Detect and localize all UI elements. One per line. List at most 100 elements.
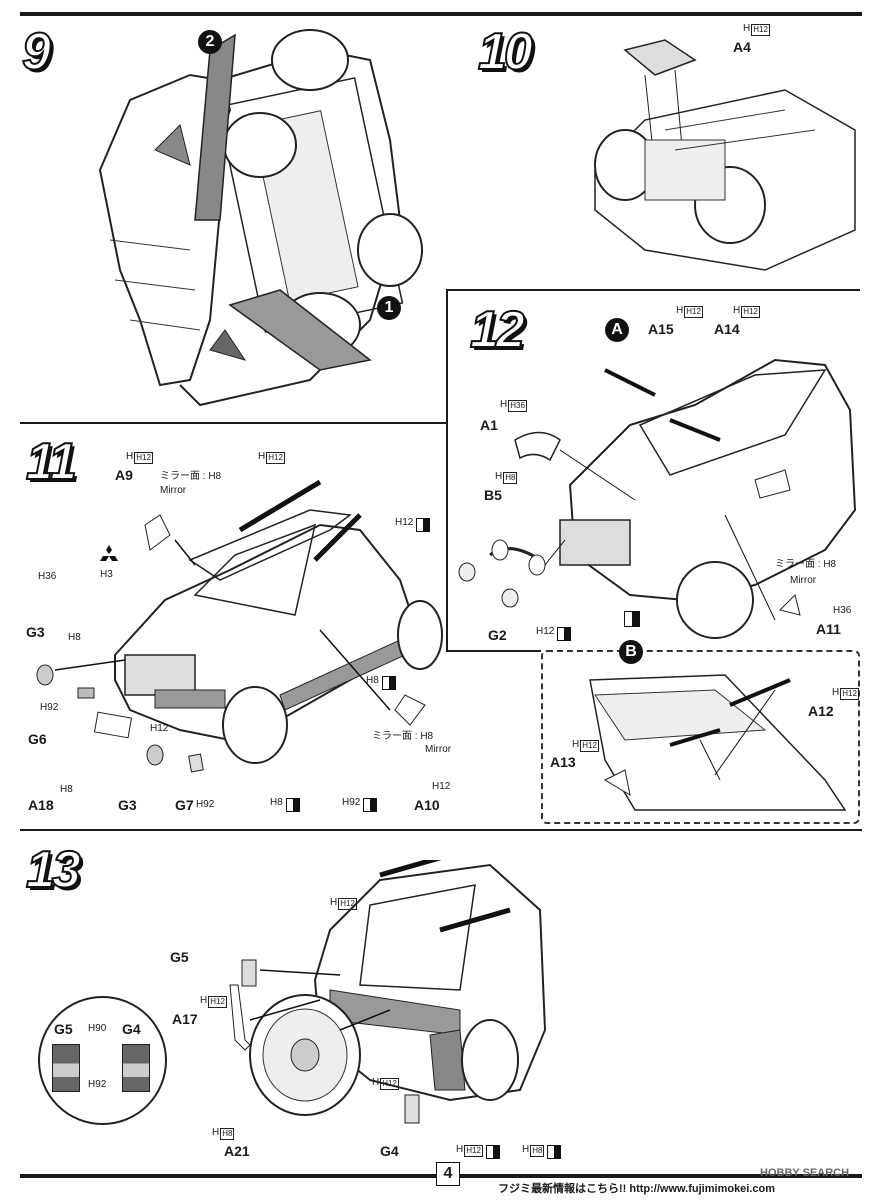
step-12-g2: G2 [488, 627, 507, 643]
step-12-h12-front-text: H12 [536, 626, 555, 637]
step-11-mirror-2: Mirror [425, 744, 452, 755]
divider-step11-right [446, 422, 448, 652]
step-10-number: 10 [477, 23, 534, 81]
step-11-mirror-face-2: ミラー面 : H8 [372, 731, 434, 742]
step-11-a9-label: A9 [115, 467, 133, 483]
paint-mix-icon [547, 1145, 562, 1159]
step-13-legend-g5: G5 [54, 1021, 73, 1037]
step-12-a12: A12 [808, 703, 834, 719]
step-12-a13: A13 [550, 754, 576, 770]
step-13-number: 13 [25, 841, 82, 899]
step-13-legend-h90: H90 [88, 1023, 107, 1034]
step-11-a18: A18 [28, 797, 54, 813]
step-12-detail-b-box [541, 650, 860, 824]
step-13-legend-h92: H92 [88, 1079, 107, 1090]
divider-step11-top [20, 422, 448, 424]
step-11-a18-color: H8 [60, 784, 73, 795]
page-number: 4 [436, 1162, 460, 1186]
step-12-mirror-face: ミラー面 : H8 [775, 559, 837, 570]
step-13-illustration [229, 860, 547, 1124]
paint-mix-legend-icon [624, 611, 640, 627]
step-11-a10-color: H12 [432, 781, 451, 792]
step-13-legend-g4-lamp [122, 1044, 150, 1092]
step-11-mirror: Mirror [160, 485, 187, 496]
step-13-g4: G4 [380, 1143, 399, 1159]
step-11-h8-a: H8 [68, 632, 81, 643]
step-12-number: 12 [469, 301, 526, 359]
step-9-callout-1: 1 [377, 296, 401, 320]
step-13-a17: A17 [172, 1011, 198, 1027]
step-9-number: 9 [21, 23, 52, 81]
top-rule [20, 12, 862, 16]
step-12-a11-color: H36 [833, 605, 852, 616]
divider-step12-left [446, 290, 448, 424]
step-12-detail-b-illustration [589, 674, 847, 811]
mitsubishi-logo-icon [100, 545, 118, 563]
step-12-a11: A11 [816, 621, 841, 637]
step-13-legend-g5-lamp [52, 1044, 80, 1092]
watermark: HOBBY SEARCH [760, 1167, 850, 1179]
step-9-callout-2: 2 [198, 30, 222, 54]
paint-mix-icon [416, 518, 431, 532]
step-13-a21: A21 [224, 1143, 250, 1159]
paint-mix-icon [363, 798, 378, 812]
step-11-body-36: H36 [38, 571, 57, 582]
step-13-legend-circle [38, 996, 167, 1125]
divider-step12-top [446, 289, 860, 291]
step-11-h92-b-text: H92 [342, 797, 361, 808]
step-11-h12-side-text: H12 [395, 517, 414, 528]
step-12-illustration [458, 358, 857, 639]
paint-mix-icon [381, 676, 396, 690]
step-11-g6: G6 [28, 731, 47, 747]
step-11-g7: G7 [175, 797, 194, 813]
step-11-h8-side: H8 [366, 676, 396, 690]
step-12-a15: A15 [648, 321, 674, 337]
step-13-legend-g4: G4 [122, 1021, 141, 1037]
step-12-mirror: Mirror [790, 575, 817, 586]
step-11-h12-side: H12 [395, 517, 431, 532]
paint-mix-icon [557, 627, 572, 641]
step-13-g5: G5 [170, 949, 189, 965]
step-11-h8-b-text: H8 [270, 797, 283, 808]
step-12-a14: A14 [714, 321, 740, 337]
step-10-illustration [594, 39, 856, 271]
divider-step13-top [20, 829, 862, 831]
step-12-h12-front: H12 [536, 626, 572, 641]
step-12-b5: B5 [484, 487, 502, 503]
step-9-illustration [98, 29, 423, 407]
step-11-a10: A10 [414, 797, 440, 813]
step-11-h8-b: H8 [270, 798, 300, 812]
step-11-h92-b: H92 [342, 797, 378, 812]
step-12-badge-b: B [619, 640, 643, 664]
step-11-g3-top: G3 [26, 624, 45, 640]
step-11-g3-bottom: G3 [118, 797, 137, 813]
step-12-a1: A1 [480, 417, 498, 433]
divider-step12-bottom [446, 650, 541, 652]
step-11-mirror-face: ミラー面 : H8 [160, 471, 222, 482]
step-11-logo-3: H3 [100, 569, 113, 580]
step-11-h8-side-text: H8 [366, 675, 379, 686]
step-11-h12-a: H12 [150, 723, 169, 734]
step-11-number: 11 [25, 433, 78, 491]
step-11-g7-color: H92 [196, 799, 215, 810]
step-10-a4-label: A4 [733, 39, 751, 55]
footer-info-link[interactable]: フジミ最新情報はこちら!! http://www.fujimimokei.com [498, 1183, 776, 1195]
paint-mix-icon [485, 1145, 500, 1159]
step-11-illustration [36, 479, 443, 773]
step-11-h92-a: H92 [40, 702, 59, 713]
